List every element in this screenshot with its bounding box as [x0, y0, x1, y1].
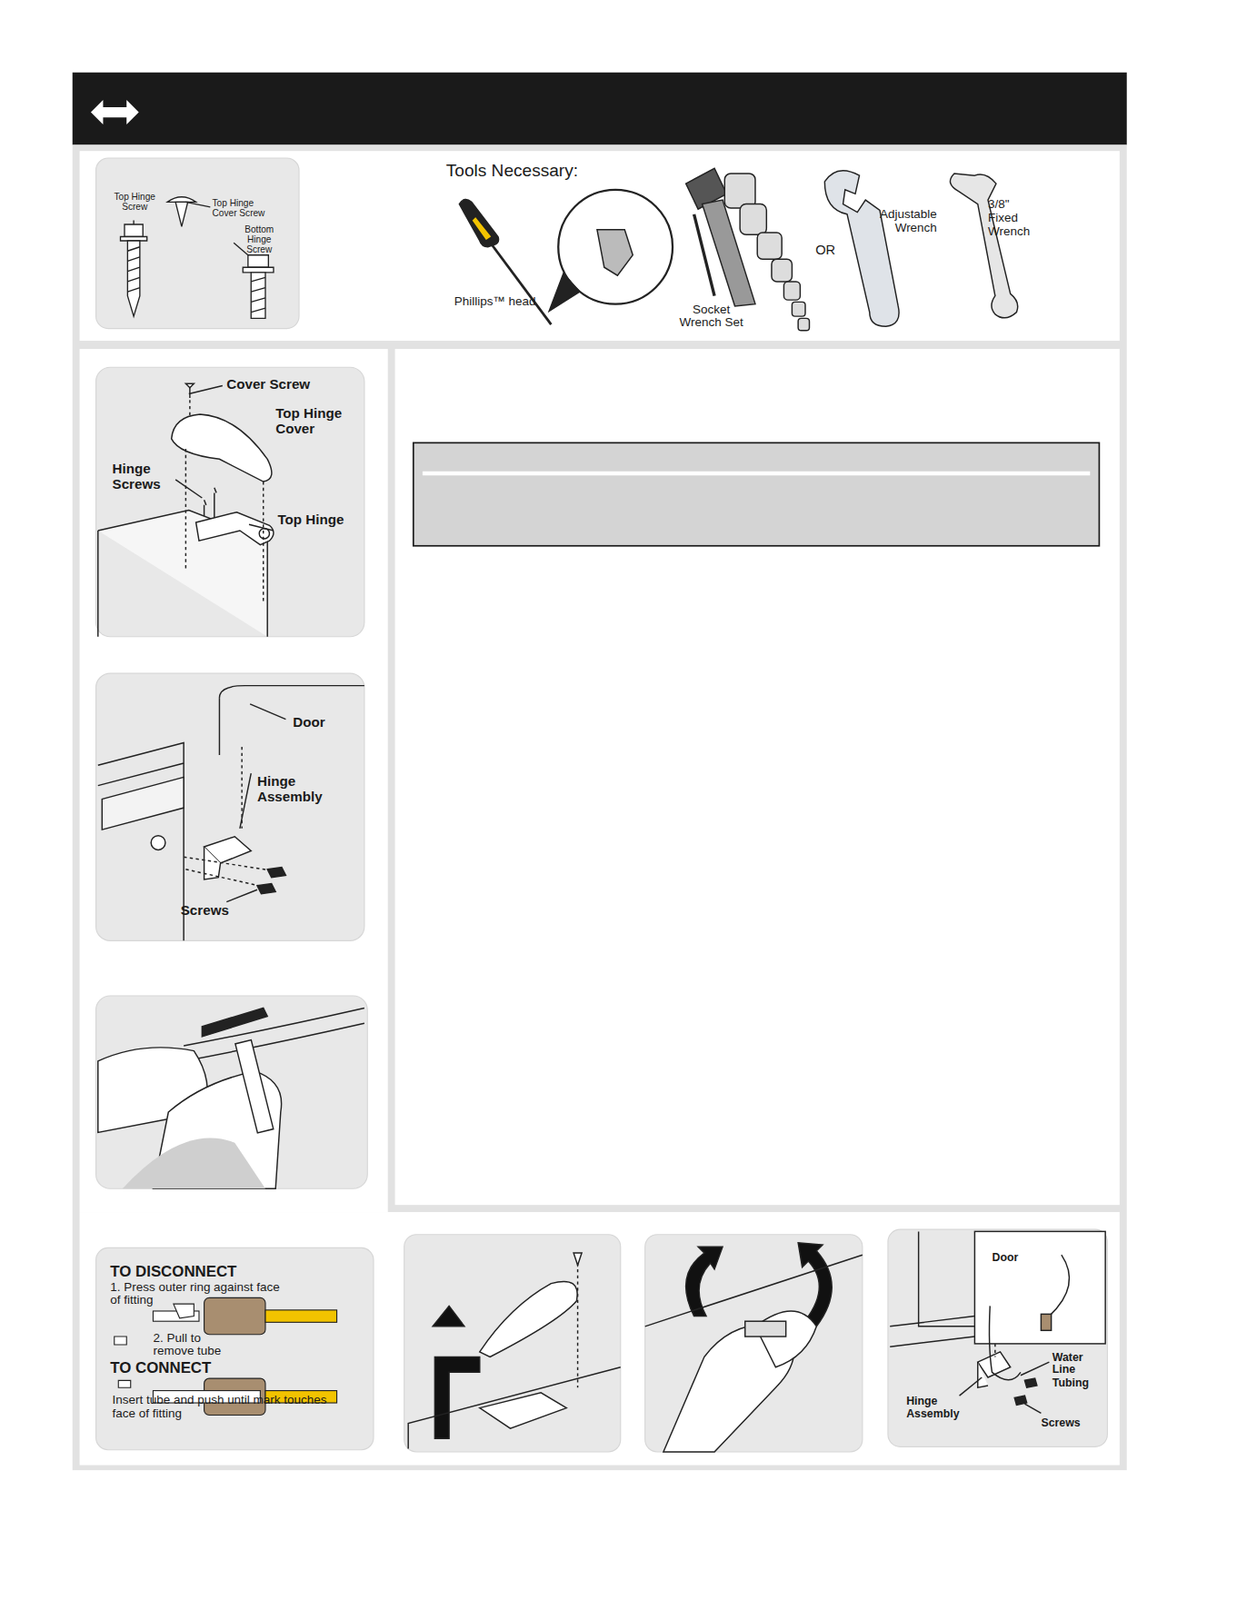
cover-removal-figure	[408, 1253, 621, 1450]
instruction-text: 1. Press outer ring against face of fitt…	[109, 1280, 292, 1308]
part-label: Hinge Assembly	[257, 773, 350, 805]
tool-label: 3/8" Fixed Wrench	[987, 198, 1041, 240]
tool-label: OR	[815, 242, 836, 258]
figure-panel: DoorHinge AssemblyScrews	[96, 673, 365, 941]
part-label: Hinge Assembly	[906, 1395, 964, 1421]
section-heading: Tools Necessary:	[446, 160, 579, 180]
tool-label: Socket Wrench Set	[675, 303, 748, 331]
part-label: Top Hinge	[277, 512, 344, 529]
hinge-assembly-figure	[98, 686, 365, 942]
hinge-turn-figure	[645, 1243, 863, 1453]
screw-label: Bottom Hinge Screw	[237, 224, 282, 256]
instruction-heading: TO CONNECT	[109, 1360, 211, 1378]
instruction-heading: TO DISCONNECT	[109, 1263, 237, 1281]
panels	[96, 158, 1108, 1453]
instruction-text: 2. Pull to remove tube	[152, 1331, 235, 1359]
tool-label: Phillips™ head	[454, 295, 537, 310]
tools	[458, 168, 1018, 331]
figure-panel: Cover ScrewTop Hinge CoverHinge ScrewsTo…	[96, 367, 365, 637]
part-label: Door	[292, 714, 325, 730]
tube-cutting-figure	[98, 1007, 365, 1189]
part-label: Hinge Screws	[112, 461, 179, 493]
part-label: Screws	[1040, 1416, 1080, 1430]
screw-label: Top Hinge Cover Screw	[212, 198, 280, 220]
part-label: Screws	[180, 903, 230, 919]
tool-label: Adjustable Wrench	[855, 208, 938, 236]
instruction-text: Insert tube and push until mark touches …	[112, 1394, 338, 1422]
part-label: Cover Screw	[226, 376, 310, 392]
figure-panel: Top Hinge Screw Top Hinge Cover ScrewBott…	[96, 158, 300, 330]
top-hinge-figure	[98, 383, 274, 637]
hinge-tubing-figure	[889, 1231, 1106, 1414]
part-label: Water Line Tubing	[1052, 1351, 1100, 1389]
figure-panel: DoorWater Line TubingHinge AssemblyScrew…	[887, 1229, 1108, 1447]
part-label: Top Hinge Cover	[275, 406, 358, 438]
page-frame	[72, 72, 1128, 1471]
part-label: Door	[991, 1251, 1018, 1265]
screw-label: Top Hinge Screw	[112, 191, 158, 213]
figure-panel: TO DISCONNECT1. Press outer ring against…	[96, 1247, 374, 1450]
